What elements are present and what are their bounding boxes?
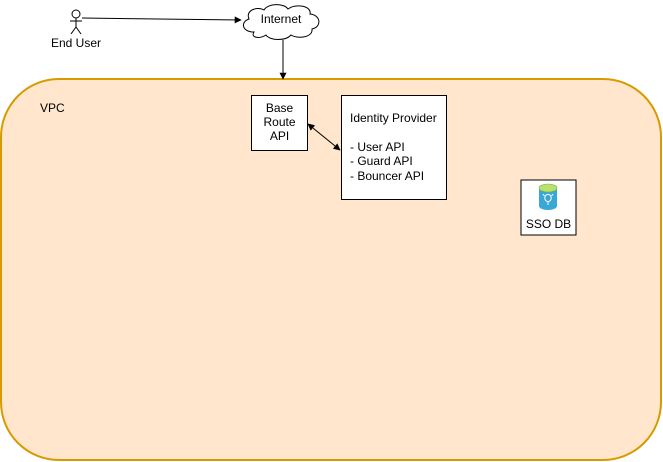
sso-db-label: SSO DB (525, 217, 572, 231)
identity-provider-item-user-api: - User API (350, 140, 405, 154)
identity-provider-item-guard-api: - Guard API (350, 154, 413, 168)
identity-provider-box[interactable]: Identity Provider - User API - Guard API… (341, 95, 447, 200)
identity-provider-title: Identity Provider (350, 111, 437, 125)
base-route-line-1: Base (265, 101, 294, 115)
stick-figure-icon[interactable] (70, 9, 82, 35)
connector-user-internet[interactable] (81, 16, 242, 24)
cloud-icon[interactable] (242, 4, 320, 40)
identity-provider-item-bouncer-api: - Bouncer API (350, 169, 425, 183)
vpc-label: VPC (40, 101, 65, 115)
internet-label: Internet (260, 12, 302, 26)
vpc-container[interactable] (0, 78, 662, 461)
database-icon (538, 183, 558, 210)
base-route-line-2: Route (263, 115, 296, 129)
base-route-line-3: API (269, 129, 290, 143)
connector-base-route-identity[interactable] (307, 123, 341, 151)
end-user-label: End User (50, 36, 102, 50)
base-route-api-box[interactable]: Base Route API (251, 95, 308, 151)
